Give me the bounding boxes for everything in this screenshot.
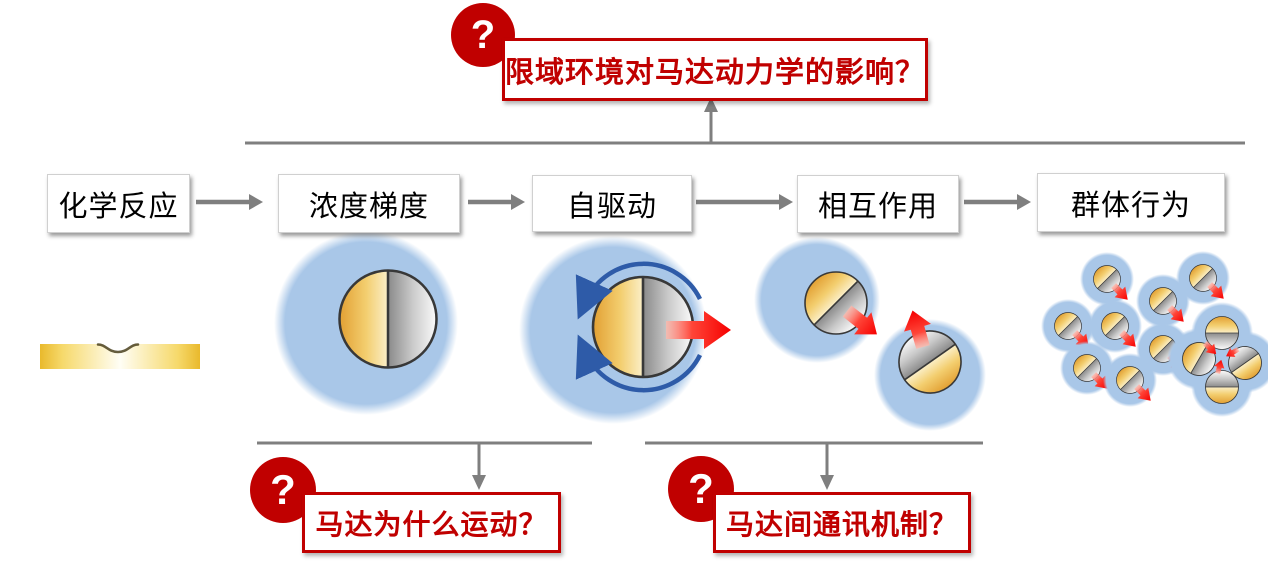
step-box-interaction: 相互作用 bbox=[797, 175, 959, 233]
concentration-gradient-illustration bbox=[274, 231, 458, 415]
flow-arrow-3 bbox=[696, 194, 793, 210]
gold-film-illustration bbox=[40, 343, 200, 369]
arrow-down-to-left-question bbox=[472, 444, 486, 490]
step-box-collective-behavior: 群体行为 bbox=[1037, 173, 1225, 232]
arrow-up-to-top-question bbox=[704, 97, 718, 143]
rotation-arrow-top bbox=[575, 261, 703, 320]
swarm-cluster bbox=[1167, 302, 1268, 417]
flow-arrow-2 bbox=[468, 194, 525, 210]
rotation-arrow-bottom bbox=[575, 334, 703, 393]
flow-arrow-1 bbox=[196, 194, 263, 210]
question-box-communication-mechanism: 马达间通讯机制？ bbox=[713, 492, 971, 553]
question-box-confinement-effect: 限域环境对马达动力学的影响？ bbox=[502, 38, 928, 101]
self-propulsion-illustration bbox=[519, 236, 731, 424]
arrow-down-to-right-question bbox=[820, 444, 834, 490]
question-box-why-motors-move: 马达为什么运动？ bbox=[302, 492, 561, 553]
step-box-concentration-gradient: 浓度梯度 bbox=[278, 174, 460, 233]
swarm-illustration bbox=[1041, 251, 1268, 417]
flow-arrow-4 bbox=[964, 194, 1031, 210]
step-box-self-propulsion: 自驱动 bbox=[532, 175, 692, 232]
interaction-illustration bbox=[754, 237, 986, 431]
propulsion-arrow bbox=[666, 311, 731, 349]
step-box-chemical-reaction: 化学反应 bbox=[47, 174, 190, 233]
